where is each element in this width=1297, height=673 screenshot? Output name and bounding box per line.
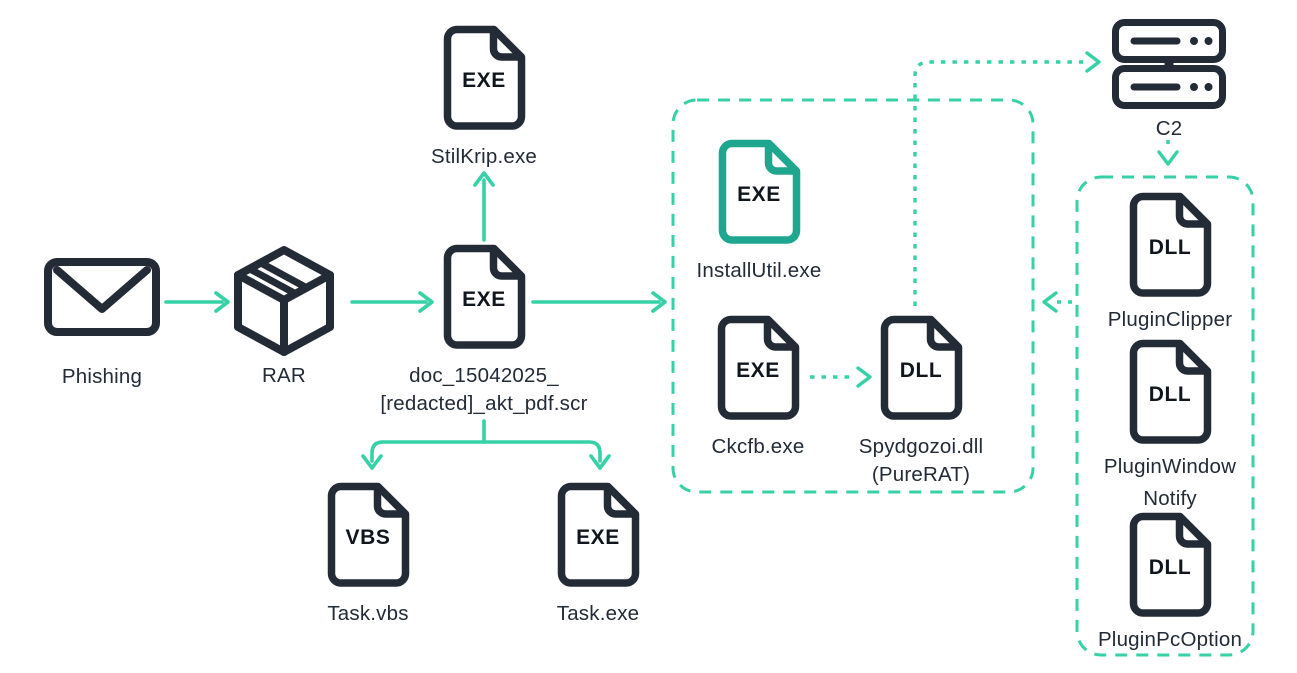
node-label: InstallUtil.exe xyxy=(696,259,822,282)
node-pluginwindownotify: DLL PluginWindow Notify xyxy=(1060,337,1280,511)
file-type-badge: DLL xyxy=(1148,556,1192,579)
node-label-line1: PluginWindow xyxy=(1103,455,1237,478)
arrow-dropper-to-tasks-branch xyxy=(361,419,611,470)
arrow-payload-group-to-c2 xyxy=(913,51,1101,306)
exe-file-icon: EXE xyxy=(441,23,528,133)
dll-file-icon: DLL xyxy=(1127,337,1214,447)
file-type-badge: DLL xyxy=(1148,383,1192,406)
arrow-c2-to-plugin-group xyxy=(1157,140,1179,166)
file-type-badge: VBS xyxy=(345,526,391,549)
node-dropper: EXE doc_15042025_ [redacted]_akt_pdf.scr xyxy=(359,242,609,416)
node-label: StilKrip.exe xyxy=(430,145,538,168)
node-spydgozoi: DLL Spydgozoi.dll (PureRAT) xyxy=(811,313,1031,487)
node-pluginclipper: DLL PluginClipper xyxy=(1060,190,1280,332)
arrow-rar-to-dropper xyxy=(350,291,434,313)
dll-file-icon: DLL xyxy=(878,313,965,423)
node-c2: C2 xyxy=(1059,18,1279,141)
arrow-dropper-to-payload-group xyxy=(531,291,667,313)
dll-file-icon: DLL xyxy=(1127,190,1214,300)
file-type-badge: DLL xyxy=(899,359,943,382)
arrow-dropper-to-stilkrip xyxy=(473,171,495,242)
file-type-badge: EXE xyxy=(462,288,506,311)
file-type-badge: EXE xyxy=(462,69,506,92)
exe-file-icon: EXE xyxy=(715,313,802,423)
node-phishing: Phishing xyxy=(0,258,212,389)
node-label: RAR xyxy=(262,364,306,387)
node-stilkrip: EXE StilKrip.exe xyxy=(374,23,594,169)
file-type-badge: DLL xyxy=(1148,236,1192,259)
node-label: Task.vbs xyxy=(327,602,409,625)
node-taskexe: EXE Task.exe xyxy=(488,480,708,626)
file-type-badge: EXE xyxy=(737,183,781,206)
node-label: PluginPcOption xyxy=(1097,628,1243,651)
node-rar: RAR xyxy=(174,243,394,388)
node-installutil: EXE InstallUtil.exe xyxy=(649,137,869,283)
node-label-line1: Spydgozoi.dll xyxy=(858,435,984,458)
node-label: Ckcfb.exe xyxy=(711,435,805,458)
exe-file-icon: EXE xyxy=(441,242,528,352)
node-label: PluginClipper xyxy=(1107,308,1233,331)
envelope-icon xyxy=(44,258,160,336)
dll-file-icon: DLL xyxy=(1127,510,1214,620)
arrow-plugin-group-to-payload-group xyxy=(1042,291,1072,313)
node-taskvbs: VBS Task.vbs xyxy=(258,480,478,626)
plugin-group-box xyxy=(1075,175,1255,657)
node-label: C2 xyxy=(1155,117,1183,140)
server-icon xyxy=(1111,18,1227,110)
node-label-line2: [redacted]_akt_pdf.scr xyxy=(380,392,588,415)
node-label-line1: doc_15042025_ xyxy=(409,364,559,387)
file-type-badge: EXE xyxy=(576,526,620,549)
vbs-file-icon: VBS xyxy=(325,480,412,590)
payload-group-box xyxy=(671,98,1035,494)
node-label-line2: (PureRAT) xyxy=(871,463,971,486)
arrow-ckcfb-to-spydgozoi xyxy=(810,366,872,388)
file-type-badge: EXE xyxy=(736,359,780,382)
package-icon xyxy=(228,243,340,359)
node-pluginpcoption: DLL PluginPcOption xyxy=(1060,510,1280,652)
node-label: Task.exe xyxy=(556,602,640,625)
arrow-phishing-to-rar xyxy=(164,291,230,313)
node-ckcfb: EXE Ckcfb.exe xyxy=(648,313,868,459)
node-label: Phishing xyxy=(61,365,143,388)
exe-file-icon: EXE xyxy=(555,480,642,590)
exe-file-icon-green: EXE xyxy=(716,137,803,247)
node-label-line2: Notify xyxy=(1143,487,1197,510)
